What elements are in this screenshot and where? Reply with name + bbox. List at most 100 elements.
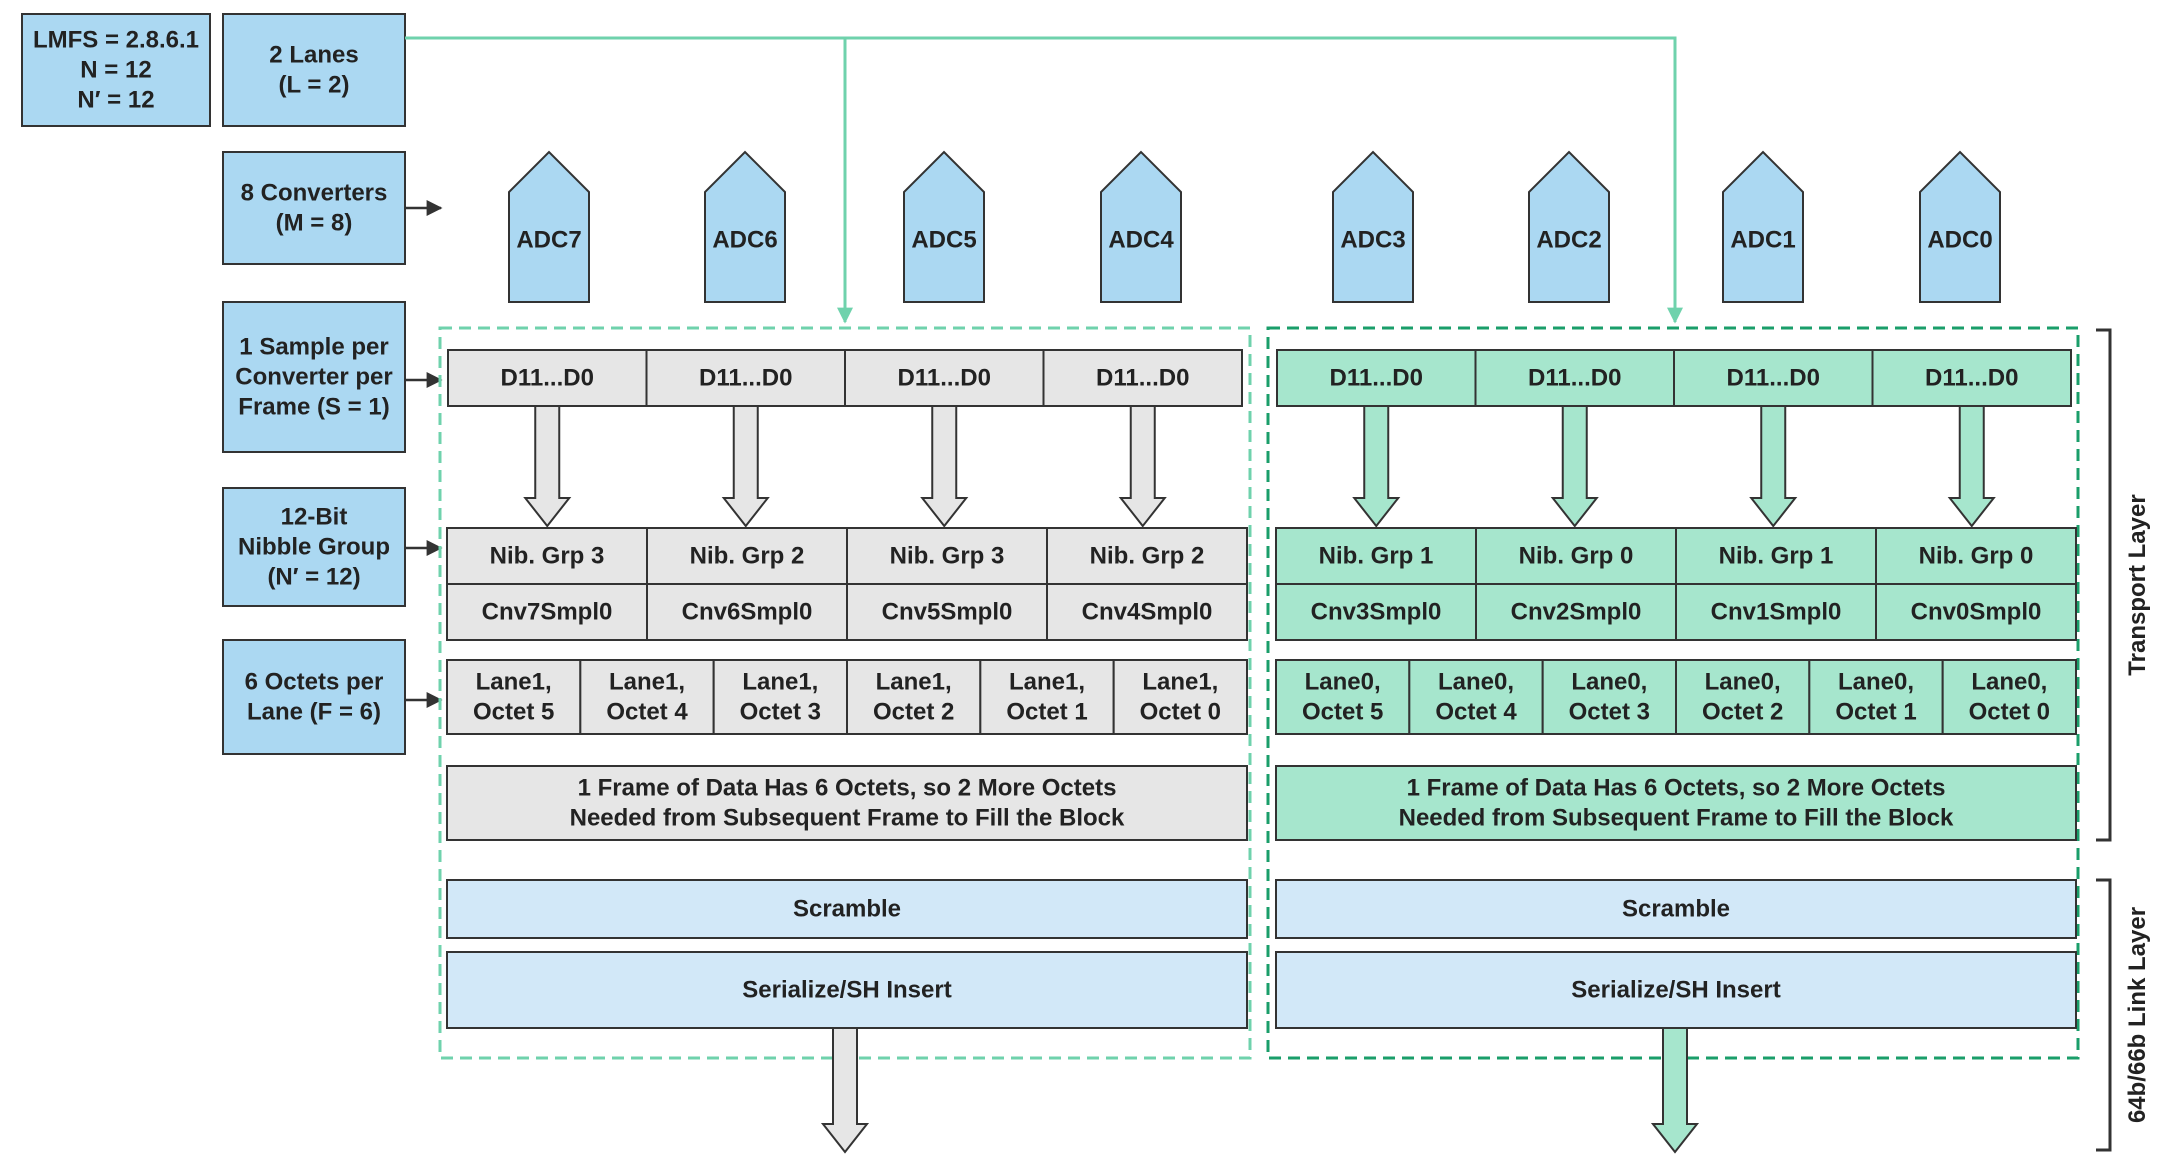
sample-cell-text: Cnv4Smpl0	[1082, 599, 1213, 626]
octet-cell	[446, 659, 582, 735]
adc-pentagon-shape	[903, 150, 985, 303]
octet-cell-text: Octet 5	[473, 699, 554, 726]
data-cell-text: D11...D0	[501, 365, 594, 392]
adc-label: ADC6	[712, 227, 777, 254]
frame-note-text: Needed from Subsequent Frame to Fill the…	[570, 805, 1125, 832]
adc-pentagon-shape	[1528, 150, 1610, 303]
layer-annotations: Transport Layer 64b/66b Link Layer	[2096, 328, 2151, 1152]
param-box-text: (N′ = 12)	[267, 564, 360, 591]
scramble-text: Scramble	[793, 896, 901, 923]
param-box-text: LMFS = 2.8.6.1	[33, 27, 199, 54]
octet-cell-text: Octet 2	[1702, 699, 1783, 726]
sample-cell-text: Cnv2Smpl0	[1511, 599, 1642, 626]
octet-cell-text: Lane0,	[1571, 669, 1647, 696]
octet-cell-text: Octet 1	[1006, 699, 1087, 726]
sample-cell	[1046, 583, 1248, 641]
param-box-text: N′ = 12	[77, 87, 154, 114]
adc-pentagon-shape	[508, 150, 590, 303]
down-block-arrow	[523, 405, 572, 528]
octet-cell	[1112, 659, 1248, 735]
sample-cell	[1275, 583, 1477, 641]
down-block-arrow	[1352, 405, 1401, 528]
down-block-arrow	[721, 405, 770, 528]
lane0-frame-note: 1 Frame of Data Has 6 Octets, so 2 More …	[1275, 765, 2077, 841]
adc-label: ADC5	[911, 227, 976, 254]
down-block-arrow	[1947, 405, 1996, 528]
lane1-frame-note: 1 Frame of Data Has 6 Octets, so 2 More …	[446, 765, 1248, 841]
output-block-arrow	[820, 1027, 870, 1154]
frame-note-text: 1 Frame of Data Has 6 Octets, so 2 More …	[1407, 775, 1946, 802]
param-box-frame	[222, 639, 406, 755]
nibble-cell	[1875, 527, 2077, 585]
down-block-arrow	[1550, 405, 1599, 528]
lane1-scramble: Scramble	[446, 879, 1248, 939]
octet-cell-text: Lane0,	[1838, 669, 1914, 696]
data-cell-text: D11...D0	[898, 365, 991, 392]
parameter-boxes: LMFS = 2.8.6.1N = 12N′ = 122 Lanes(L = 2…	[21, 13, 443, 755]
nibble-cell-text: Nib. Grp 2	[690, 543, 805, 570]
octet-cell-text: Lane0,	[1971, 669, 2047, 696]
octet-cell-text: Lane1,	[742, 669, 818, 696]
nibble-cell	[646, 527, 848, 585]
param-box-frame	[222, 487, 406, 607]
nibble-cell-text: Nib. Grp 3	[890, 543, 1005, 570]
transport-layer-bracket	[2096, 328, 2112, 842]
adc-pentagon-shape	[1100, 150, 1182, 303]
param-box-frame	[21, 13, 211, 127]
scramble-text: Scramble	[1622, 896, 1730, 923]
data-cell	[1474, 349, 1675, 407]
frame-note-box	[446, 765, 1248, 841]
adc-adc0: ADC0	[1919, 150, 2001, 303]
adc-label: ADC2	[1536, 227, 1601, 254]
adc-label: ADC4	[1108, 227, 1174, 254]
octet-cell-text: Lane1,	[609, 669, 685, 696]
nibble-cell	[1675, 527, 1877, 585]
octet-cell-text: Lane0,	[1305, 669, 1381, 696]
data-cell-text: D11...D0	[1096, 365, 1189, 392]
octet-cell	[846, 659, 982, 735]
octet-cell-text: Octet 0	[1140, 699, 1221, 726]
data-cell	[844, 349, 1045, 407]
data-cell	[645, 349, 846, 407]
data-cell	[1276, 349, 1477, 407]
adc-pentagon-shape	[1332, 150, 1414, 303]
param-box-text: 1 Sample per	[239, 334, 388, 361]
lane-routing-lines	[405, 36, 1683, 324]
param-lmfs-box: LMFS = 2.8.6.1 N = 12 N′ = 12	[21, 13, 211, 127]
sample-cell-text: Cnv6Smpl0	[682, 599, 813, 626]
nibble-cell-text: Nib. Grp 2	[1090, 543, 1205, 570]
link-layer-bracket	[2096, 878, 2112, 1152]
octet-cell-text: Octet 4	[606, 699, 688, 726]
output-block-arrow	[1650, 1027, 1700, 1154]
sample-cell-text: Cnv5Smpl0	[882, 599, 1013, 626]
data-cell-text: D11...D0	[1925, 365, 2018, 392]
frame-note-box	[1275, 765, 2077, 841]
octet-cell	[1941, 659, 2077, 735]
octet-cell-text: Lane0,	[1705, 669, 1781, 696]
nibble-cell-text: Nib. Grp 0	[1519, 543, 1634, 570]
param-box-text: N = 12	[80, 57, 151, 84]
octet-cell	[712, 659, 849, 735]
nibble-cell	[1046, 527, 1248, 585]
adc-pentagon-shape	[1919, 150, 2001, 303]
octet-cell-text: Lane1,	[1009, 669, 1085, 696]
nibble-cell-text: Nib. Grp 0	[1919, 543, 2034, 570]
param-converters-box: 8 Converters(M = 8)	[222, 151, 443, 265]
transport-layer-label: Transport Layer	[2124, 494, 2151, 675]
lane1-serialize: Serialize/SH Insert	[446, 951, 1248, 1029]
sample-cell	[646, 583, 848, 641]
nibble-cell-text: Nib. Grp 1	[1719, 543, 1834, 570]
sample-cell-text: Cnv1Smpl0	[1711, 599, 1842, 626]
adc-adc2: ADC2	[1528, 150, 1610, 303]
nibble-cell	[1475, 527, 1677, 585]
data-cell	[1042, 349, 1243, 407]
adc-adc3: ADC3	[1332, 150, 1414, 303]
